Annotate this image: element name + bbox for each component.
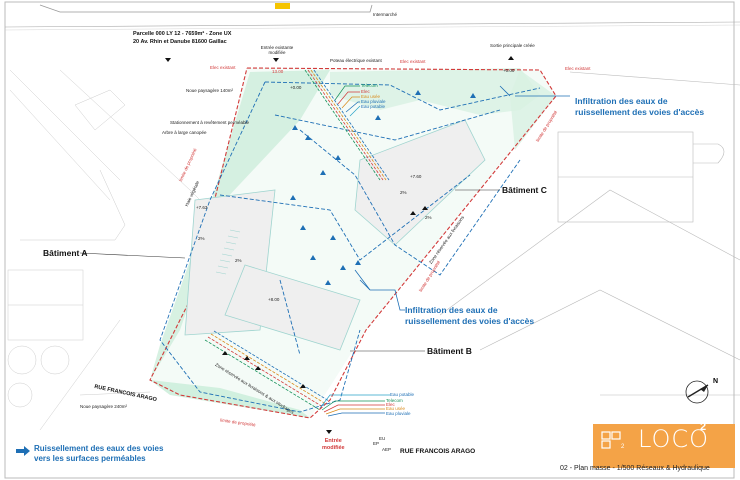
infiltration-top-line-1: Infiltration des eaux de xyxy=(575,96,668,106)
network-top-eau-usee: Eau usée xyxy=(361,94,381,99)
eu-label: EU xyxy=(379,436,386,441)
slope-1: 2% xyxy=(198,236,205,241)
building-a-label: Bâtiment A xyxy=(43,248,88,258)
svg-text:2: 2 xyxy=(621,444,625,450)
street-bottom: RUE FRANCOIS ARAGO xyxy=(400,448,476,455)
north-label: N xyxy=(713,378,719,385)
network-bottom-elec: Elec xyxy=(386,402,395,407)
infiltration-note-top: Infiltration des eaux de ruissellement d… xyxy=(575,96,704,118)
parcel-line-2: 20 Av. Rhin et Danube 81600 Gaillac xyxy=(133,39,227,45)
elevation-bldg-b: +8.00 xyxy=(268,297,280,302)
north-arrow-circle xyxy=(685,380,709,404)
main-exit-label: Sortie principale créée xyxy=(490,43,535,48)
elevation-top-left: +0.00 xyxy=(290,85,302,90)
elec-existing-2: Elec existant xyxy=(400,59,426,64)
loco2-logo-icon: 2 xyxy=(601,431,625,450)
network-bottom-eau-usee: Eau usée xyxy=(386,406,406,411)
building-c-label: Bâtiment C xyxy=(502,185,547,195)
elevation-top-right: +0.00 xyxy=(503,68,515,73)
elevation-bldg-a: +7.63 xyxy=(196,205,208,210)
network-top-elec: Elec xyxy=(361,89,370,94)
ep-label: EP xyxy=(373,441,380,446)
legend-text: Ruissellement des eaux des voies vers le… xyxy=(34,444,163,464)
neighbor-intermarche: Intermarché xyxy=(373,12,398,17)
property-line xyxy=(149,67,557,419)
parcel-line-1: Parcelle 000 LY 12 - 7659m² - Zone UX xyxy=(133,31,232,37)
slope-3: 2% xyxy=(400,190,407,195)
noue-240-label: Noue paysagère 240m² xyxy=(80,404,128,409)
elec-existing-1: Elec existant xyxy=(210,65,236,70)
elevation-bldg-c: +7.60 xyxy=(410,174,422,179)
network-bottom-eau-potable: Eau potable xyxy=(390,392,415,397)
infiltration-mid-line-2: ruissellement des voies d'accès xyxy=(405,316,535,326)
loco2-logo-sup: 2 xyxy=(700,421,707,433)
building-c-shape xyxy=(354,119,486,246)
entrance-bottom-line-2: modifiée xyxy=(322,445,345,451)
network-top-eau-pluviale: Eau pluviale xyxy=(361,99,386,104)
entrance-top-label: Entrée existante modifiée xyxy=(260,45,294,55)
slope-4: 2% xyxy=(425,215,432,220)
plan-title-caption: 02 - Plan masse - 1/500 Réseaux & Hydrau… xyxy=(560,465,710,472)
building-b-shape xyxy=(224,264,361,351)
network-top-telecom: Telecom xyxy=(361,83,378,88)
network-bottom-eau-pluviale: Eau pluviale xyxy=(386,411,411,416)
loco2-logo-box xyxy=(593,424,735,468)
dimension-top: 13.00 xyxy=(272,69,284,74)
noue-140-label: Noue paysagère 140m² xyxy=(186,88,234,93)
trees-label: Arbre à large canopée xyxy=(162,130,207,135)
legend-line-2: vers les surfaces perméables xyxy=(34,454,146,463)
network-bottom-telecom: Telecom xyxy=(386,398,403,403)
poteau-label: Poteau électrique existant xyxy=(330,58,382,63)
elec-existing-3: Elec existant xyxy=(565,66,591,71)
parking-label: Stationnement à revêtement perméable xyxy=(170,120,250,125)
slope-2: 2% xyxy=(235,258,242,263)
entrance-bottom-label: Entrée modifiée xyxy=(322,438,345,452)
loco2-logo-word: LOCO xyxy=(638,425,710,453)
top-marker xyxy=(275,3,290,9)
legend: Ruissellement des eaux des voies vers le… xyxy=(34,444,163,464)
network-top-eau-potable: Eau potable xyxy=(361,104,386,109)
aep-label: AEP xyxy=(382,447,392,452)
building-b-label: Bâtiment B xyxy=(427,346,472,356)
infiltration-note-mid: Infiltration des eaux de ruissellement d… xyxy=(405,305,534,327)
entrance-bottom-line-1: Entrée xyxy=(324,438,342,444)
infiltration-mid-line-1: Infiltration des eaux de xyxy=(405,305,498,315)
infiltration-top-line-2: ruissellement des voies d'accès xyxy=(575,107,705,117)
legend-arrow-icon xyxy=(16,446,30,456)
legend-line-1: Ruissellement des eaux des voies xyxy=(34,444,164,453)
